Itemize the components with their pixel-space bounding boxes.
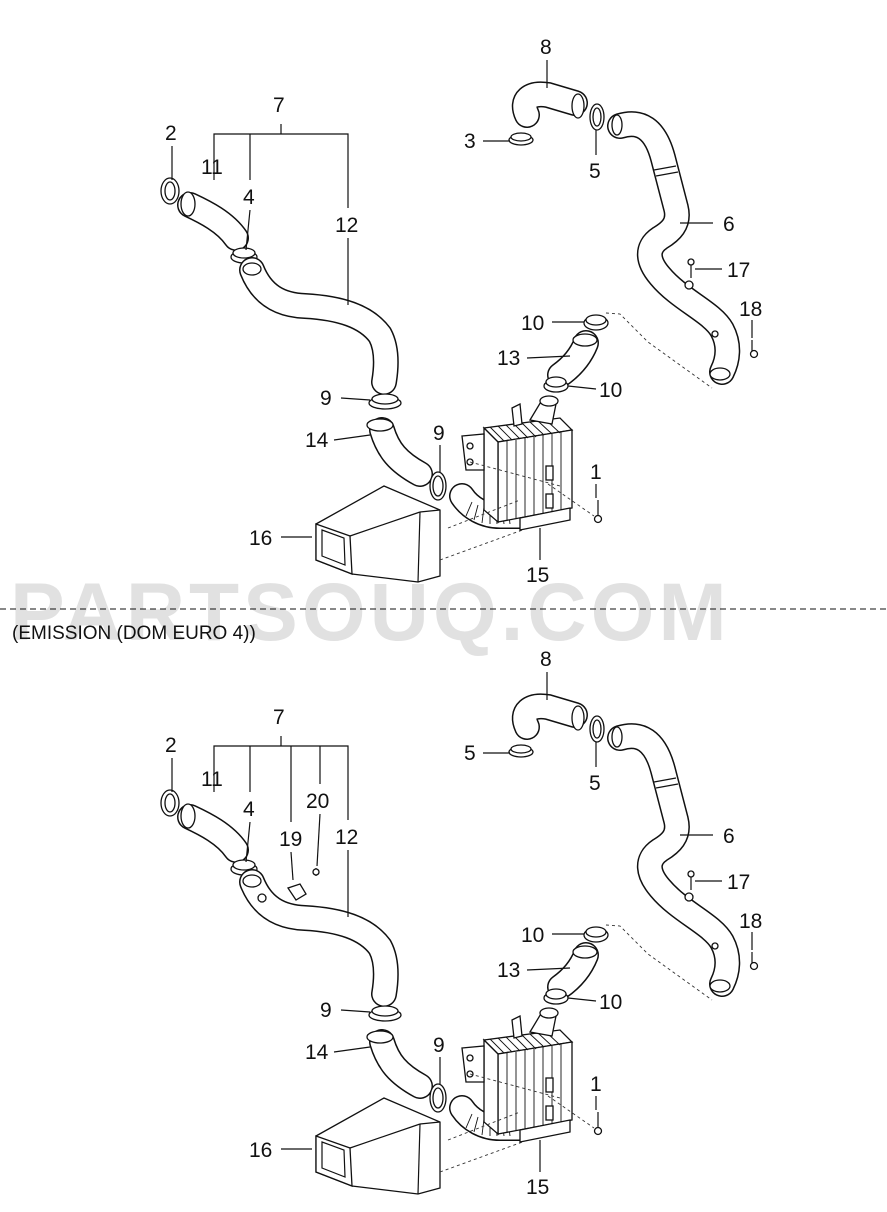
callout-5-right: 5 bbox=[589, 772, 601, 795]
callout-18: 18 bbox=[739, 910, 762, 933]
callout-3: 3 bbox=[464, 130, 476, 153]
callout-1: 1 bbox=[590, 461, 602, 484]
callout-12: 12 bbox=[335, 826, 358, 849]
callout-6: 6 bbox=[723, 213, 735, 236]
callout-8: 8 bbox=[540, 36, 552, 59]
callout-13: 13 bbox=[497, 347, 520, 370]
callout-7: 7 bbox=[273, 706, 285, 729]
callout-14: 14 bbox=[305, 1041, 329, 1064]
leader-lines-top bbox=[171, 60, 753, 560]
callout-6: 6 bbox=[723, 825, 735, 848]
callout-18: 18 bbox=[739, 298, 762, 321]
callout-11: 11 bbox=[201, 768, 223, 791]
callouts-top: 7 2 11 4 12 8 3 5 6 17 18 10 13 10 9 14 … bbox=[165, 36, 762, 587]
watermark: PARTSOUQ.COM bbox=[10, 567, 731, 658]
sensor-19-20 bbox=[257, 868, 320, 903]
callout-1: 1 bbox=[590, 1073, 602, 1096]
callout-8: 8 bbox=[540, 648, 552, 671]
leader-lines-bottom bbox=[171, 672, 753, 1172]
section-caption: (EMISSION (DOM EURO 4)) bbox=[12, 623, 256, 644]
callout-17: 17 bbox=[727, 871, 750, 894]
callout-16: 16 bbox=[249, 527, 272, 550]
callout-15: 15 bbox=[526, 564, 549, 587]
callout-9-upper: 9 bbox=[320, 387, 332, 410]
callout-9-upper: 9 bbox=[320, 999, 332, 1022]
callout-10-upper: 10 bbox=[521, 924, 544, 947]
callouts-bottom: 7 2 11 20 4 19 12 8 5 5 6 17 18 10 13 10… bbox=[165, 648, 762, 1199]
callout-13: 13 bbox=[497, 959, 520, 982]
callout-4: 4 bbox=[243, 186, 255, 209]
callout-20: 20 bbox=[306, 790, 329, 813]
assembly-emission-euro4: 7 2 11 20 4 19 12 8 5 5 6 17 18 10 13 10… bbox=[161, 648, 762, 1199]
callout-9-right: 9 bbox=[433, 1034, 445, 1057]
callout-10-lower: 10 bbox=[599, 991, 622, 1014]
callout-11: 11 bbox=[201, 156, 223, 179]
callout-9-right: 9 bbox=[433, 422, 445, 445]
callout-2: 2 bbox=[165, 122, 177, 145]
callout-10-lower: 10 bbox=[599, 379, 622, 402]
assembly-standard: 7 2 11 4 12 8 3 5 6 17 18 10 13 10 9 14 … bbox=[161, 36, 762, 587]
callout-5-left: 5 bbox=[464, 742, 476, 765]
callout-19: 19 bbox=[279, 828, 302, 851]
callout-17: 17 bbox=[727, 259, 750, 282]
callout-14: 14 bbox=[305, 429, 329, 452]
callout-2: 2 bbox=[165, 734, 177, 757]
callout-7: 7 bbox=[273, 94, 285, 117]
callout-15: 15 bbox=[526, 1176, 549, 1199]
callout-5: 5 bbox=[589, 160, 601, 183]
callout-16: 16 bbox=[249, 1139, 272, 1162]
callout-10-upper: 10 bbox=[521, 312, 544, 335]
callout-12: 12 bbox=[335, 214, 358, 237]
callout-4: 4 bbox=[243, 798, 255, 821]
